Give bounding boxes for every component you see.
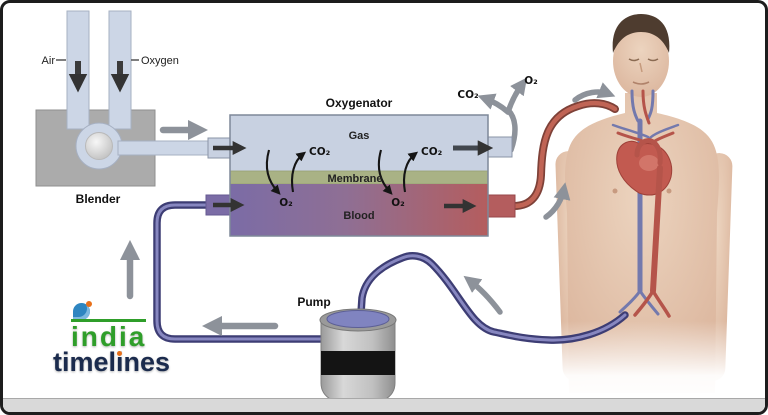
pump-label: Pump xyxy=(297,295,330,309)
carotid-artery xyxy=(641,89,651,125)
logo: india timelines xyxy=(51,301,181,385)
aorta xyxy=(650,165,663,294)
venous-cannula-core xyxy=(359,254,627,342)
logo-orange-dot xyxy=(117,351,122,356)
patient-hair xyxy=(612,14,670,53)
oxygen-label: Oxygen xyxy=(141,55,179,67)
co2-exhaust-label: CO₂ xyxy=(457,89,479,101)
pump-to-oxygenator-tube-core xyxy=(155,203,325,341)
circuit-tubing xyxy=(153,99,629,344)
oxygenator-title: Oxygenator xyxy=(326,96,393,110)
patient-nose xyxy=(639,62,643,73)
oxygenator xyxy=(205,114,516,237)
iliac-arteries xyxy=(633,289,671,318)
o2-exhaust-label: O₂ xyxy=(524,75,538,87)
o2-label-left: O₂ xyxy=(279,197,293,209)
oxygenator-outline xyxy=(229,114,489,237)
heart-highlight xyxy=(639,155,659,171)
venous-flow-arrow xyxy=(463,275,503,315)
frame-bottom-strip xyxy=(3,398,765,412)
pump-top-disc xyxy=(326,310,390,328)
blood-label: Blood xyxy=(343,210,374,222)
blender-label: Blender xyxy=(76,192,121,206)
patient-right-eye xyxy=(647,58,659,62)
o2-transfer-arrow-right xyxy=(377,149,393,195)
logo-india-text: india xyxy=(71,319,147,352)
body-fade xyxy=(543,321,765,405)
logo-icon xyxy=(73,301,92,320)
gas-compartment xyxy=(230,115,488,171)
blender-ball xyxy=(85,132,113,160)
arterial-flow-arrow xyxy=(543,182,571,220)
gas-exchange-arrows xyxy=(265,149,419,195)
pump-band xyxy=(321,351,395,375)
flow-arrows xyxy=(119,77,616,337)
gas-outlet-port xyxy=(487,136,513,158)
iliac-veins xyxy=(618,289,660,316)
exhaust-o2-arrow xyxy=(505,77,528,115)
blood-outlet-port xyxy=(487,194,516,218)
patient-mouth xyxy=(632,81,650,85)
pump xyxy=(319,308,400,405)
co2-label-left: CO₂ xyxy=(309,146,331,158)
jugular-veins xyxy=(630,89,655,123)
patient-chest-detail xyxy=(666,188,672,194)
blender xyxy=(35,10,231,187)
co2-transfer-arrow-left xyxy=(290,151,307,193)
patient-illustration xyxy=(543,14,765,405)
ecmo-diagram: Air Oxygen Blender Oxygenator Gas Membra… xyxy=(35,10,765,405)
aortic-arch xyxy=(634,138,663,166)
logo-timelines-text: timelines xyxy=(53,347,171,377)
patient-left-eye xyxy=(628,58,640,62)
gas-label: Gas xyxy=(349,130,370,142)
exhaust-co2-arrow xyxy=(477,93,511,115)
air-label: Air xyxy=(42,55,56,67)
subclavian-veins xyxy=(611,123,680,141)
patient-chest-detail xyxy=(612,188,618,194)
o2-transfer-arrow-left xyxy=(265,149,281,195)
o2-label-right: O₂ xyxy=(391,197,405,209)
co2-label-right: CO₂ xyxy=(421,146,443,158)
patient-head xyxy=(613,25,669,97)
patient-vessels xyxy=(611,89,680,318)
neck-return-flow-arrow xyxy=(572,82,616,103)
membrane-label: Membrane xyxy=(327,173,382,185)
arterial-cannula-core xyxy=(511,100,618,209)
co2-transfer-arrow-right xyxy=(402,151,419,193)
